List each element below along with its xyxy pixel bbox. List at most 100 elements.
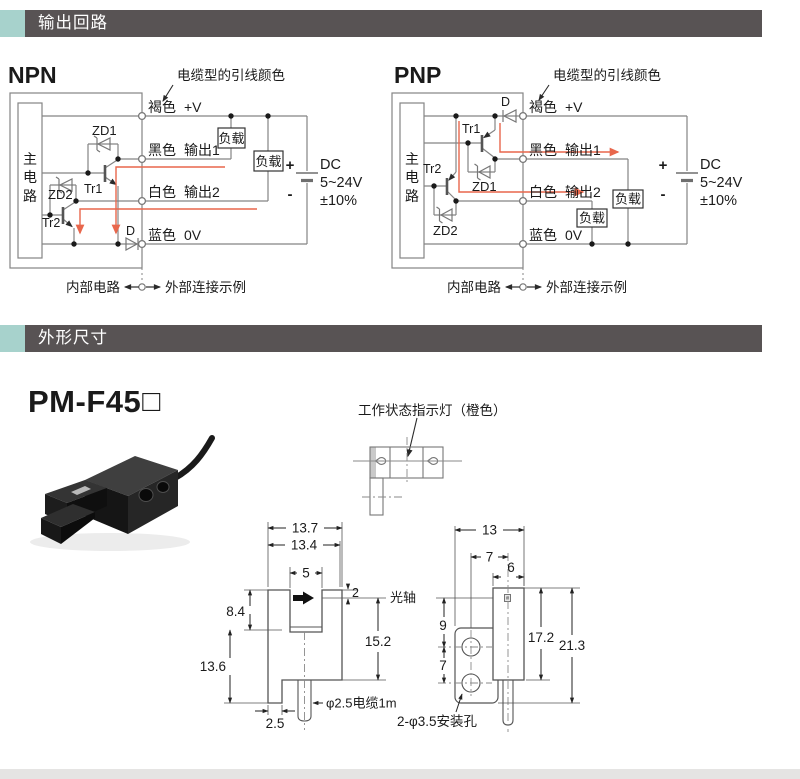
- npn-terminals: [137, 111, 147, 249]
- npn-tol-label: ±10%: [320, 193, 357, 209]
- npn-tr1-label: Tr1: [84, 182, 102, 196]
- pnp-wire4-color: 蓝色: [529, 227, 557, 243]
- npn-annotation: 电缆型的引线颜色: [177, 67, 285, 83]
- pnp-load1-label: 负载: [615, 192, 641, 207]
- npn-wire3-signal: 输出2: [184, 184, 220, 200]
- dim-17-2: 17.2: [528, 630, 554, 645]
- side-dimension-drawing: 13 7 6 9 7 17.2 21.3: [436, 523, 585, 732]
- mounting-holes-label: 2-φ3.5安装孔: [397, 714, 478, 729]
- npn-tr2-emitter: [62, 218, 73, 228]
- npn-minus-sign: -: [288, 186, 293, 203]
- side-centerlines: [438, 553, 509, 732]
- pnp-title: PNP: [394, 62, 441, 88]
- section-title-output: 输出回路: [25, 10, 762, 37]
- npn-internal-label: 内部电路: [66, 280, 120, 295]
- pnp-dc-label: DC: [700, 157, 721, 173]
- pnp-zd2-label: ZD2: [433, 223, 458, 238]
- npn-wire1-color: 褐色: [148, 99, 176, 115]
- npn-wire1-signal: +V: [184, 99, 202, 115]
- npn-wire3-color: 白色: [148, 184, 176, 200]
- npn-current-arrow-1: [111, 166, 225, 235]
- sensor-cable: [172, 435, 215, 481]
- pnp-annotation-arrow: [538, 84, 550, 101]
- pnp-diodes: [436, 109, 517, 224]
- pnp-wire2-signal: 输出1: [565, 142, 601, 158]
- pnp-zd1-label: ZD1: [472, 179, 497, 194]
- npn-wiring: [9, 92, 308, 269]
- optical-axis-arrow: [293, 591, 314, 605]
- pnp-tr2-label: Tr2: [423, 162, 441, 176]
- npn-load1-label: 负载: [218, 131, 244, 146]
- npn-external-label: 外部连接示例: [165, 279, 246, 295]
- npn-loads: 负载 负载: [217, 127, 284, 172]
- npn-tr2-label: Tr2: [42, 216, 60, 230]
- dim-5: 5: [302, 566, 310, 581]
- bottom-divider-bar: [0, 769, 800, 779]
- side-dimension-lines: [441, 527, 575, 713]
- npn-volt-label: 5~24V: [320, 175, 363, 191]
- pnp-plus-sign: +: [659, 157, 668, 174]
- pnp-load2-label: 负载: [579, 211, 605, 226]
- npn-wire4-color: 蓝色: [148, 227, 176, 243]
- npn-annotation-arrow: [162, 84, 174, 102]
- pnp-tr1-emitter: [483, 129, 496, 139]
- indicator-label: 工作状态指示灯（橙色）: [358, 403, 507, 418]
- npn-load2-label: 负载: [255, 154, 281, 169]
- pnp-junctions: [431, 113, 631, 247]
- npn-diodes: [55, 135, 139, 252]
- model-name: PM-F45: [28, 384, 142, 419]
- dim-7-left: 7: [439, 658, 447, 673]
- indicator-dot: [506, 596, 509, 600]
- model-suffix: □: [142, 385, 161, 418]
- model-title: PM-F45□: [28, 384, 161, 420]
- npn-main-circuit-label: 主电路: [23, 151, 37, 204]
- pnp-wire1-signal: +V: [565, 99, 583, 115]
- npn-dc-label: DC: [320, 157, 341, 173]
- front-dimension-drawing: 13.7 13.4 5 2 光轴 8.4 13.6 15.2 2.5 φ2.5电…: [200, 521, 416, 732]
- npn-current-arrow-2: [75, 208, 257, 235]
- section-accent-square-2: [0, 325, 25, 352]
- npn-tr1-emitter: [104, 176, 117, 186]
- section-accent-square: [0, 10, 25, 37]
- top-view-drawing: [353, 417, 462, 516]
- front-dimension-lines: [227, 525, 381, 714]
- dim-15-2: 15.2: [365, 634, 391, 649]
- npn-junctions: [47, 113, 271, 247]
- pnp-wire3-color: 白色: [529, 184, 557, 200]
- pnp-footer: 内部电路 外部连接示例: [447, 268, 627, 295]
- dim-21-3: 21.3: [559, 638, 585, 653]
- sensor-body: [41, 456, 178, 544]
- front-dimension-texts: 13.7 13.4 5 2 光轴 8.4 13.6 15.2 2.5 φ2.5电…: [200, 521, 416, 732]
- pnp-tr2-emitter: [448, 171, 457, 181]
- section-header-output: 输出回路: [0, 10, 762, 37]
- dim-7-top: 7: [486, 550, 494, 565]
- pnp-current-arrow-2: [458, 121, 585, 197]
- cable-label: φ2.5电缆1m: [326, 696, 397, 711]
- section-title-dimensions: 外形尺寸: [25, 325, 762, 352]
- npn-circuit-diagram: NPN 电缆型的引线颜色 + - DC 5~24V: [8, 62, 363, 295]
- npn-wire2-color: 黑色: [148, 142, 176, 158]
- dim-13: 13: [482, 523, 497, 538]
- npn-footer: 内部电路 外部连接示例: [66, 268, 246, 295]
- npn-zd2-label: ZD2: [48, 187, 73, 202]
- sensor-label-sticker: [71, 486, 91, 495]
- pnp-terminals: [518, 111, 528, 249]
- pnp-d-label: D: [501, 95, 510, 109]
- pnp-loads: 负载 负载: [576, 189, 644, 228]
- top-view-shading: [370, 447, 376, 478]
- pnp-wire1-color: 褐色: [529, 99, 557, 115]
- dim-13-4: 13.4: [291, 538, 318, 553]
- side-dimension-texts: 13 7 6 9 7 17.2 21.3: [439, 523, 585, 674]
- npn-title: NPN: [8, 62, 57, 88]
- top-view-outline: [369, 446, 444, 516]
- dim-8-4: 8.4: [226, 604, 245, 619]
- npn-wire4-signal: 0V: [184, 227, 202, 243]
- dim-6: 6: [507, 560, 515, 575]
- pnp-main-circuit-label: 主电路: [405, 151, 419, 204]
- indicator-arrow: [406, 417, 418, 458]
- pnp-minus-sign: -: [661, 186, 666, 203]
- dim-2-5: 2.5: [266, 716, 285, 731]
- npn-d-label: D: [126, 224, 135, 238]
- pnp-wire-labels: 褐色 +V 黑色 输出1 白色 输出2 蓝色 0V: [529, 99, 601, 243]
- optical-axis-label: 光轴: [390, 590, 416, 605]
